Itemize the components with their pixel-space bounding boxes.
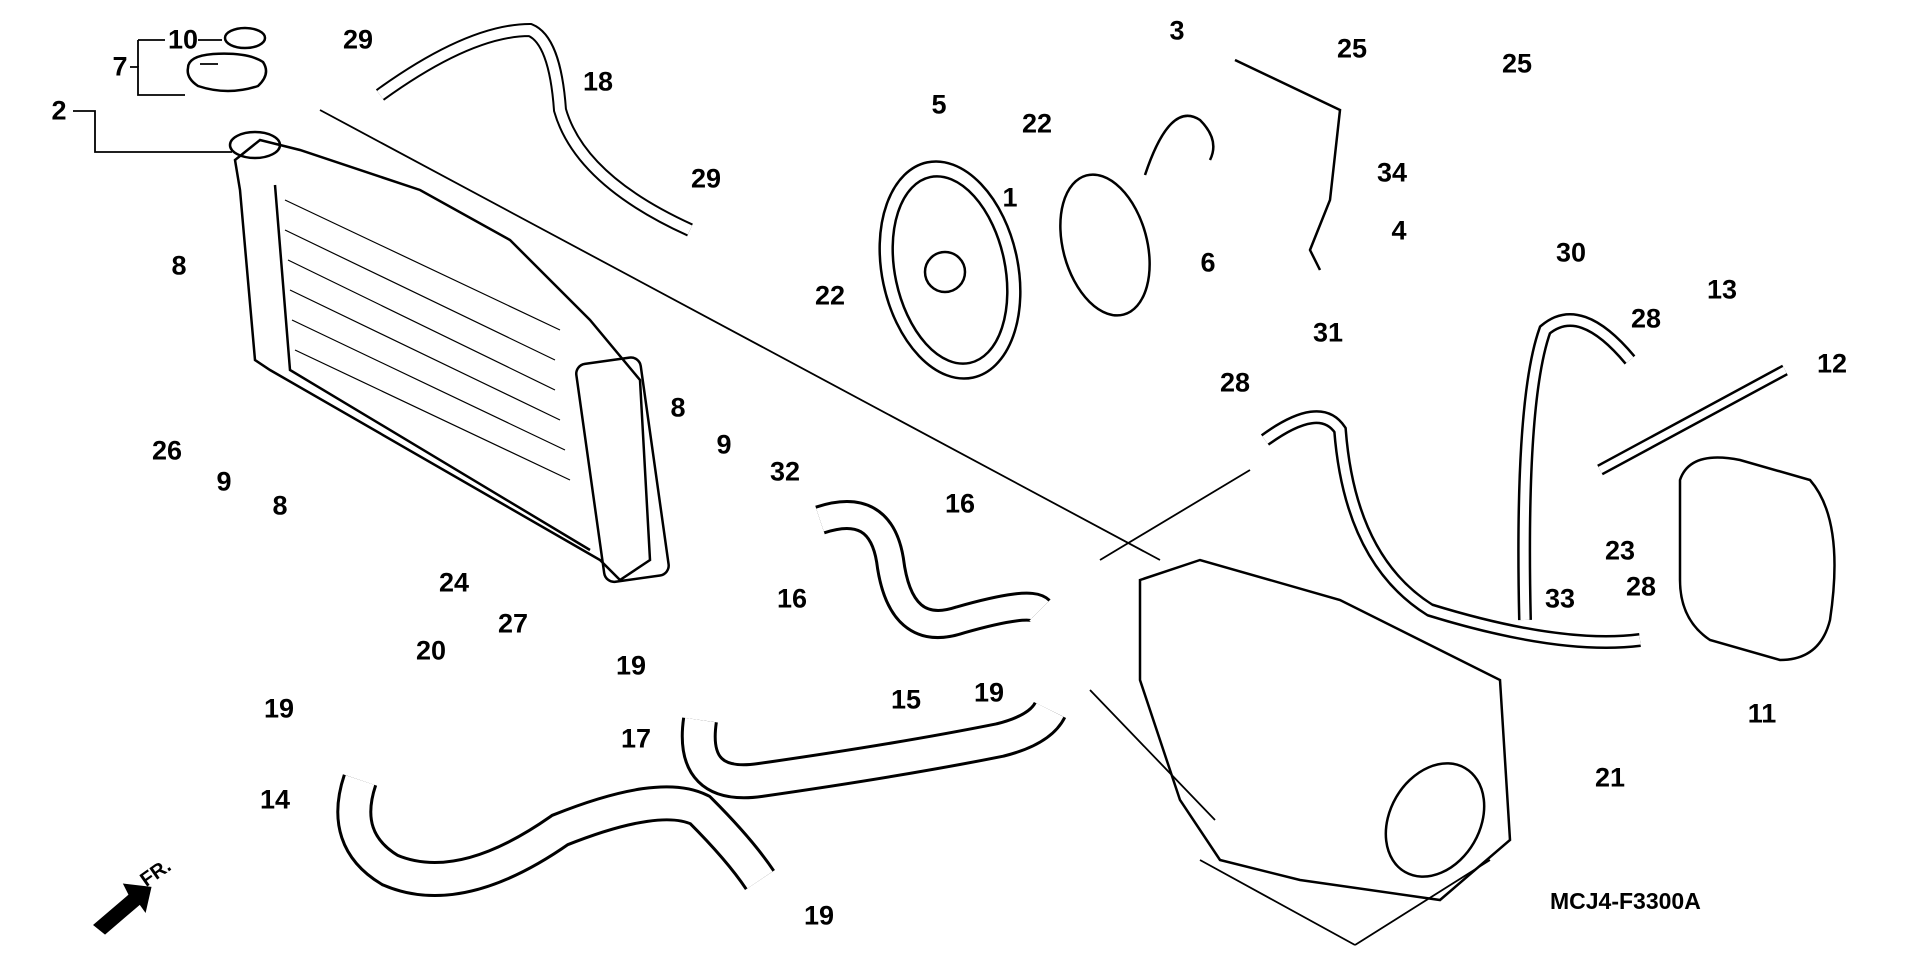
callout-32: 32 (769, 456, 801, 487)
callout-8: 8 (272, 490, 288, 521)
callout-23: 23 (1604, 535, 1636, 566)
callout-13: 13 (1706, 274, 1738, 305)
callout-16: 16 (944, 488, 976, 519)
callout-7: 7 (112, 51, 128, 82)
callout-11: 11 (1747, 698, 1777, 729)
callout-2: 2 (51, 95, 67, 126)
callout-19: 19 (263, 693, 295, 724)
callout-10: 10 (167, 24, 199, 55)
fan-motor (1059, 173, 1151, 317)
fan-bracket (1234, 58, 1342, 271)
callout-31: 31 (1312, 317, 1344, 348)
callout-25: 25 (1501, 48, 1533, 79)
callout-22: 22 (1021, 108, 1053, 139)
callout-6: 6 (1200, 247, 1216, 278)
callout-29: 29 (690, 163, 722, 194)
callout-21: 21 (1594, 762, 1626, 793)
callout-28: 28 (1625, 571, 1657, 602)
diagram-code: MCJ4-F3300A (1550, 888, 1701, 914)
callout-14: 14 (259, 784, 291, 815)
callout-4: 4 (1391, 215, 1407, 246)
callout-25: 25 (1336, 33, 1368, 64)
callout-28: 28 (1630, 303, 1662, 334)
callout-27: 27 (497, 608, 529, 639)
callout-3: 3 (1169, 15, 1185, 46)
callout-16: 16 (776, 583, 808, 614)
callout-20: 20 (415, 635, 447, 666)
callout-33: 33 (1544, 583, 1576, 614)
callout-28: 28 (1219, 367, 1251, 398)
callout-26: 26 (151, 435, 183, 466)
callout-29: 29 (342, 24, 374, 55)
callout-19: 19 (973, 677, 1005, 708)
callout-24: 24 (438, 567, 470, 598)
callout-8: 8 (670, 392, 686, 423)
hose-31 (1260, 410, 1641, 649)
radiator-cap (186, 52, 268, 93)
front-arrow-icon (93, 883, 152, 935)
callout-19: 19 (803, 900, 835, 931)
cap-seal (223, 26, 267, 50)
callout-22: 22 (814, 280, 846, 311)
callout-12: 12 (1816, 348, 1848, 379)
leader-lines (73, 39, 232, 153)
radiator (233, 138, 670, 584)
callout-19: 19 (615, 650, 647, 681)
callout-9: 9 (716, 429, 732, 460)
callout-1: 1 (1002, 182, 1018, 213)
filler-neck (228, 130, 282, 160)
reserve-tank (1678, 456, 1836, 662)
callout-30: 30 (1555, 237, 1587, 268)
fan-shroud (878, 160, 1022, 380)
thermostat-housing (1138, 558, 1512, 902)
callout-17: 17 (620, 723, 652, 754)
callout-8: 8 (171, 250, 187, 281)
callout-15: 15 (890, 684, 922, 715)
callout-34: 34 (1376, 157, 1408, 188)
callout-9: 9 (216, 466, 232, 497)
callout-5: 5 (931, 89, 947, 120)
callout-18: 18 (582, 66, 614, 97)
